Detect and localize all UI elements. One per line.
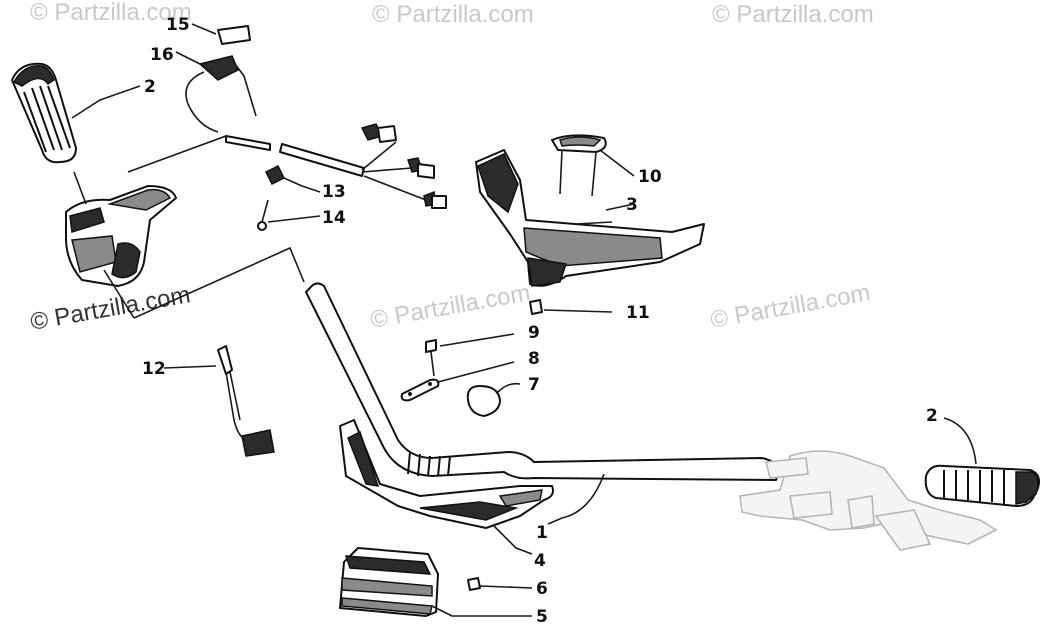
part-throttle-housing-left	[65, 185, 177, 287]
part-decal-15	[191, 23, 251, 45]
callout-9: 9	[528, 323, 540, 343]
part-grip-right	[924, 417, 1040, 507]
callout-6: 6	[536, 579, 548, 599]
part-kill-switch-12	[163, 345, 275, 457]
watermark-middle-right: © Partzilla.com	[708, 279, 872, 334]
part-screw-6	[467, 577, 533, 591]
part-bolt-9	[425, 333, 515, 377]
part-clamp-7	[466, 382, 521, 417]
callout-11: 11	[626, 303, 650, 323]
callout-12: 12	[142, 359, 166, 379]
part-grip-left	[11, 62, 77, 164]
part-pad-4	[339, 419, 554, 555]
watermark-main: © Partzilla.com	[28, 281, 192, 336]
callout-10: 10	[638, 167, 662, 187]
part-riser-block-5	[339, 547, 532, 617]
part-wiring-harness	[225, 123, 447, 209]
callout-5: 5	[536, 607, 548, 627]
part-handlebar-1	[305, 282, 780, 525]
part-clip-13	[264, 164, 321, 193]
callout-14: 14	[322, 208, 346, 228]
callout-2-right: 2	[926, 406, 938, 426]
watermark-top-left: © Partzilla.com	[30, 0, 192, 26]
callout-7: 7	[528, 375, 540, 395]
part-console-3	[475, 149, 705, 287]
watermark-middle-center: © Partzilla.com	[368, 279, 532, 334]
callout-4: 4	[534, 551, 546, 571]
part-nut-11	[529, 299, 613, 315]
watermark-top-right: © Partzilla.com	[712, 1, 874, 28]
callout-2-left: 2	[144, 77, 156, 97]
part-bracket-8	[400, 361, 515, 402]
callout-3: 3	[626, 195, 638, 215]
part-cap-10	[551, 134, 635, 197]
callout-13: 13	[322, 182, 346, 202]
callout-15: 15	[166, 15, 190, 35]
callout-16: 16	[150, 45, 174, 65]
callout-8: 8	[528, 349, 540, 369]
part-screw-14	[257, 199, 321, 231]
part-switch-16	[175, 51, 257, 133]
callout-1: 1	[536, 523, 548, 543]
part-throttle-housing-right	[739, 450, 998, 551]
watermark-top-center: © Partzilla.com	[372, 1, 534, 28]
